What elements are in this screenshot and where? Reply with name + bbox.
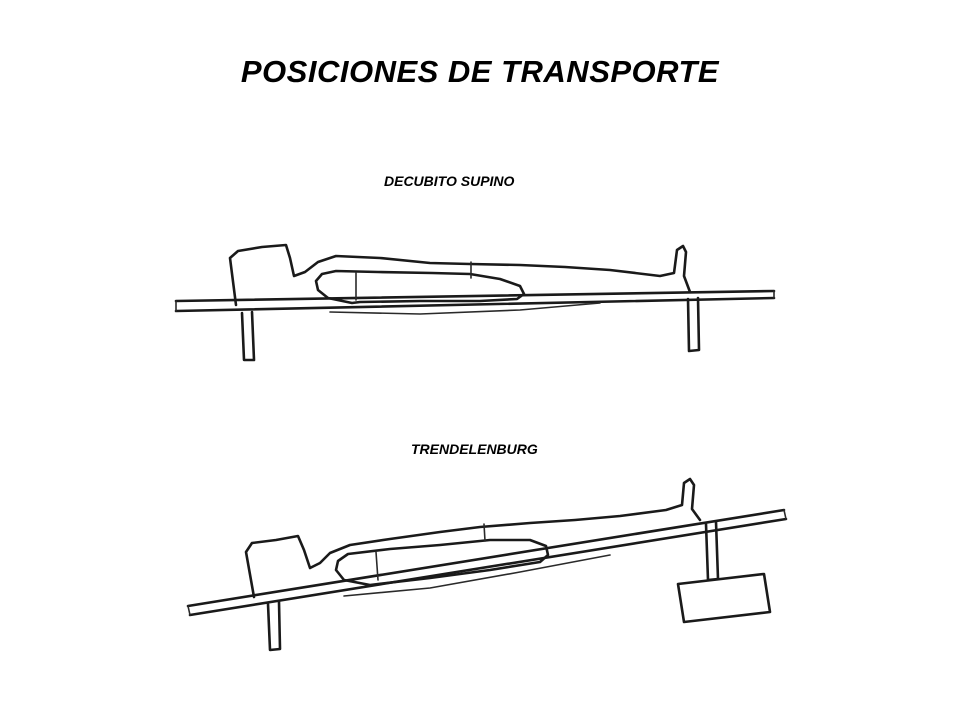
figure-caption-trendelenburg: TRENDELENBURG — [411, 441, 538, 457]
slide-title: POSICIONES DE TRANSPORTE — [240, 54, 720, 89]
patient-supine-figure — [228, 243, 692, 315]
figure-caption-decubito-supino: DECUBITO SUPINO — [384, 173, 515, 189]
stretcher-horizontal — [174, 289, 776, 362]
stretcher-tilted — [186, 508, 788, 652]
patient-trendelenburg-figure — [244, 477, 702, 599]
